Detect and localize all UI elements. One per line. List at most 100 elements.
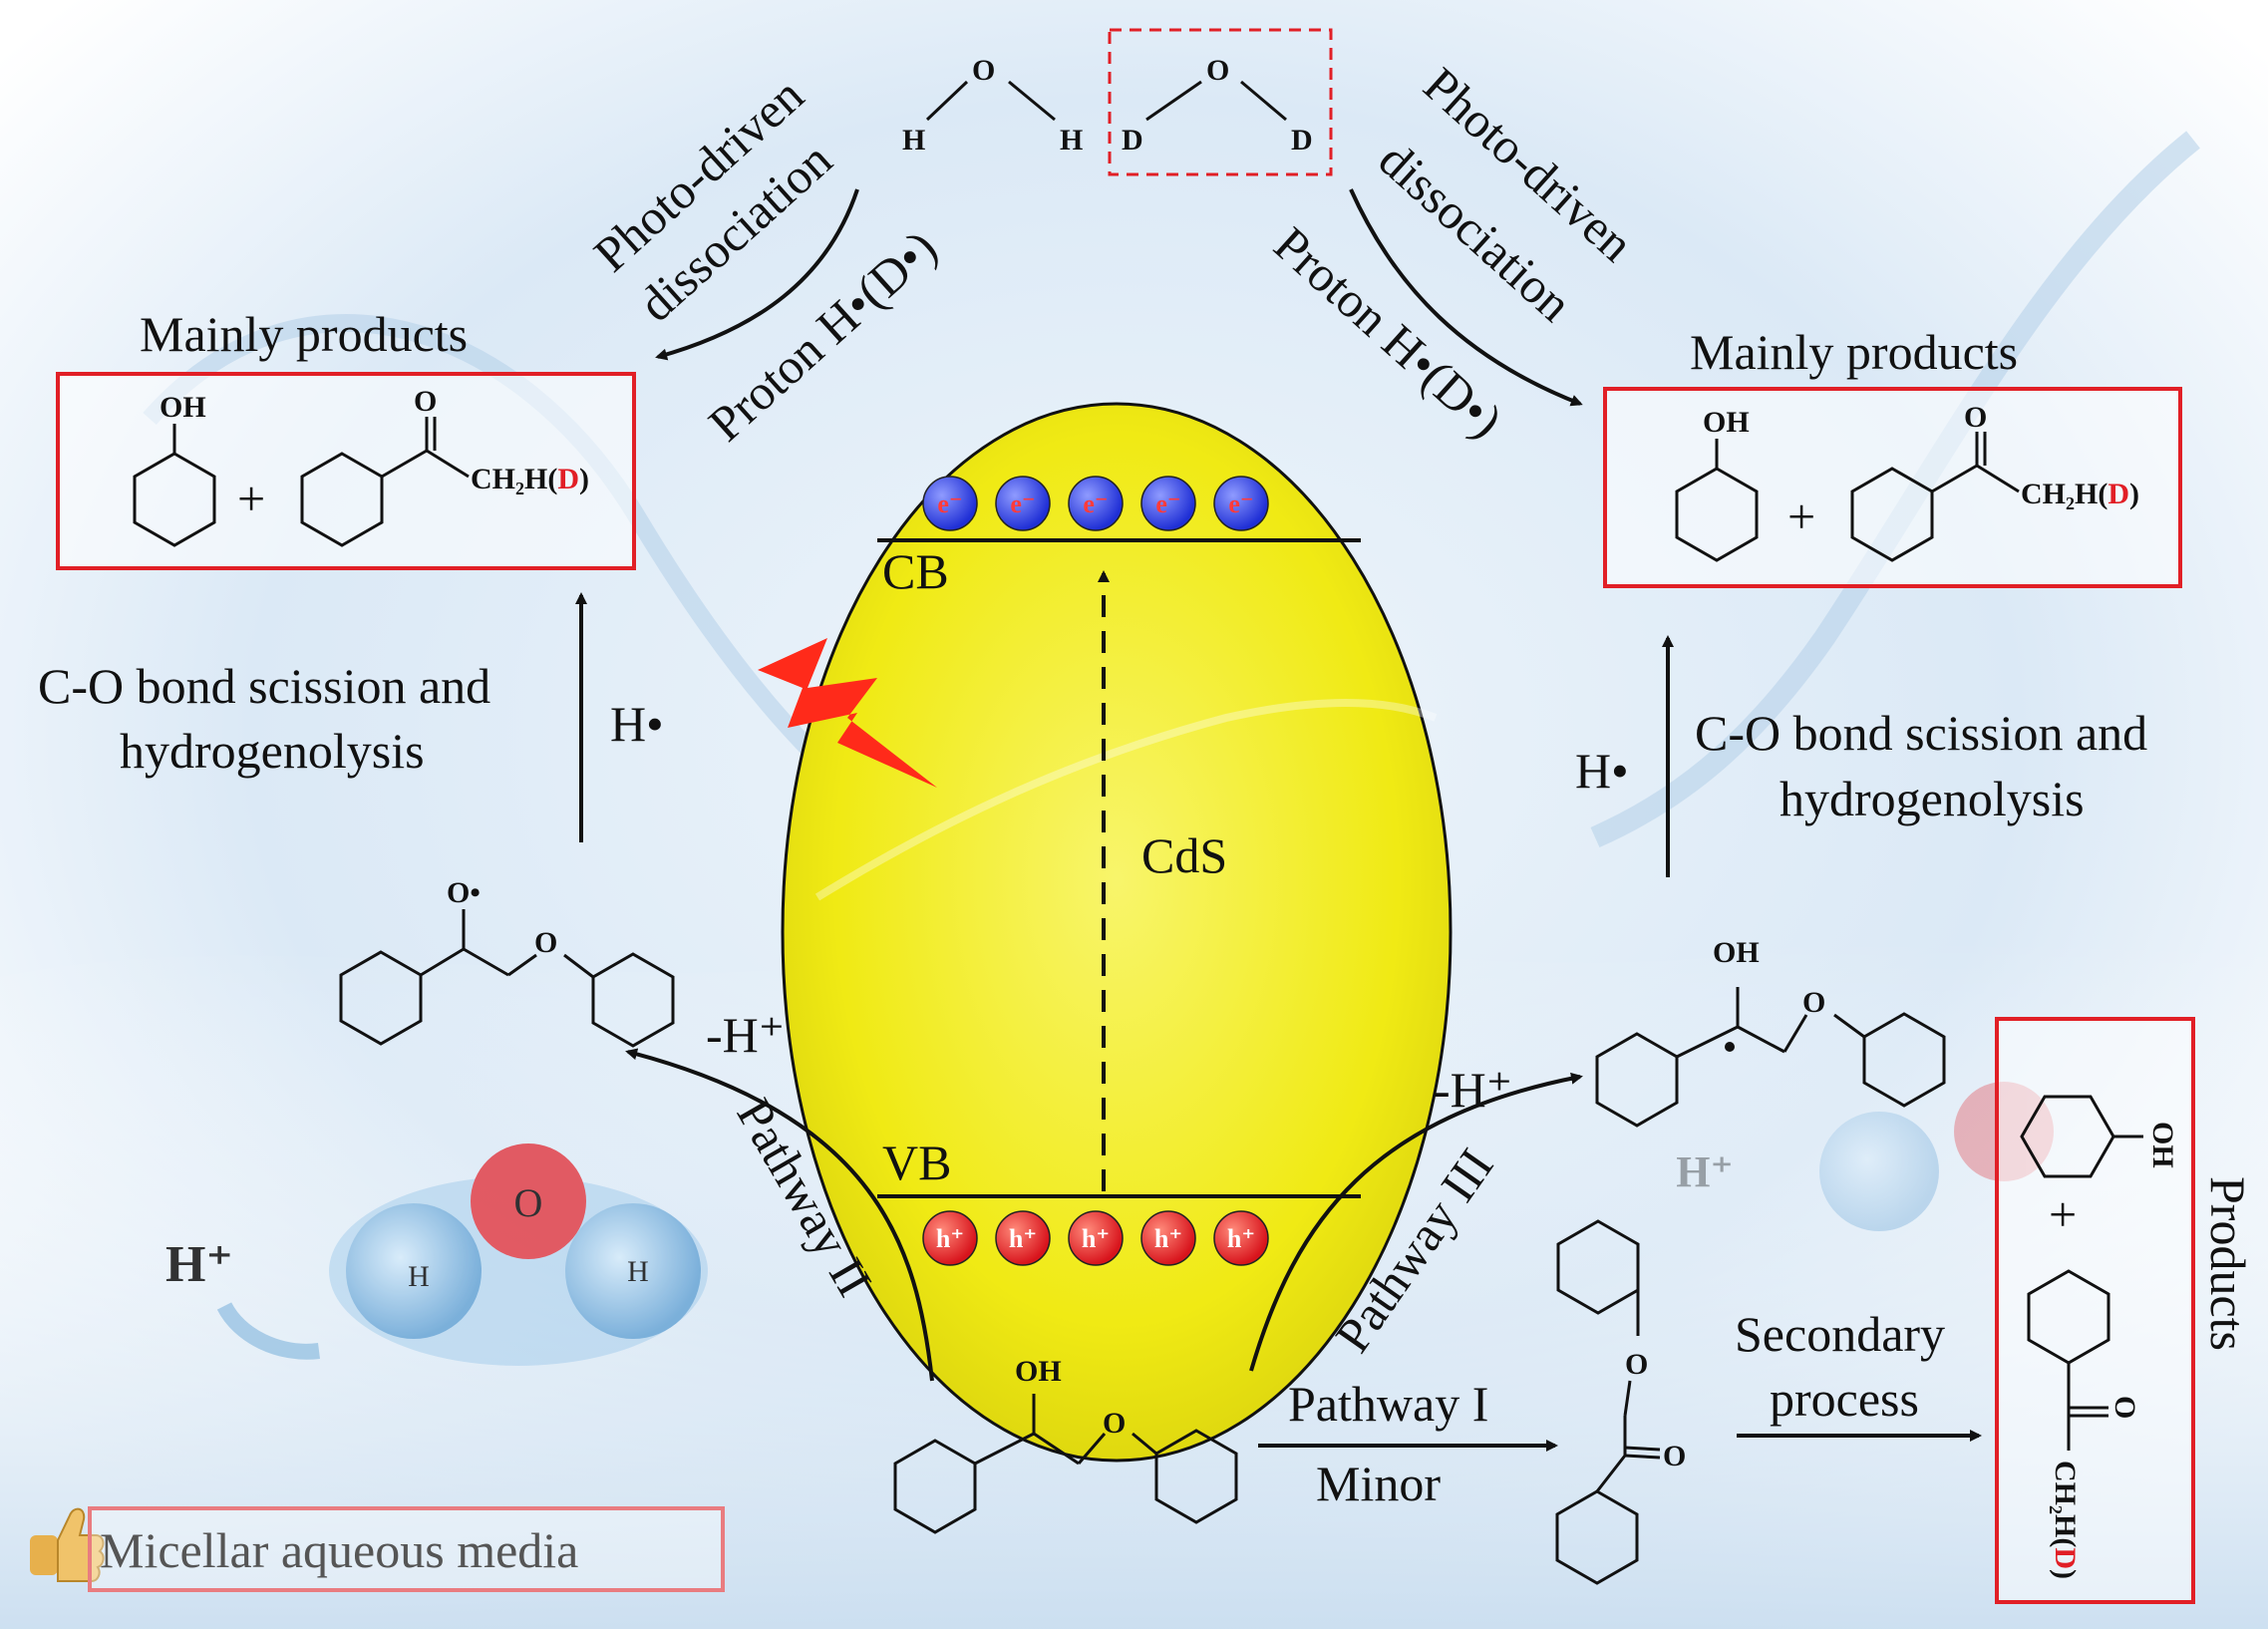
cluster-curl-arrow (216, 1302, 320, 1360)
right-tail-d: D (2107, 478, 2129, 510)
hole-row: h⁺h⁺h⁺h⁺h⁺ (922, 1210, 1269, 1266)
final-tail-pre: CH₂H( (2049, 1461, 2082, 1547)
micellar-label: Micellar aqueous media (100, 1522, 578, 1578)
light-bolt-icon (758, 638, 937, 788)
d2o-molecule: D O D (1122, 54, 1313, 157)
right-ketone-tail: CH₂H(D) (2021, 478, 2139, 510)
dissociation-arrow-left (655, 188, 859, 361)
hole-label: h⁺ (1154, 1224, 1182, 1253)
cb-label: CB (882, 543, 949, 599)
right-radical-intermediate: OH O (1595, 936, 1946, 1128)
right-products-title: Mainly products (1690, 324, 2018, 380)
hydrogen-sphere-left (346, 1203, 482, 1339)
right-tail-post: ) (2129, 478, 2139, 510)
final-products-plus: + (2049, 1186, 2077, 1242)
left-products-title: Mainly products (140, 306, 468, 362)
right-cluster-proton: H⁺ (1676, 1147, 1733, 1196)
hole-particle (995, 1210, 1051, 1266)
right-products-box (1603, 387, 2182, 588)
hole-particle (1213, 1210, 1269, 1266)
hole-label: h⁺ (1009, 1224, 1037, 1253)
h2o-h-left: H (902, 124, 925, 157)
left-caption-line-2: hydrogenolysis (120, 723, 425, 779)
left-ketone: O CH₂H(D) (300, 385, 589, 547)
electron-label: e⁻ (937, 489, 962, 518)
right-h-radical: H• (1575, 743, 1629, 799)
right-caption-line-1: C-O bond scission and (1695, 705, 2147, 761)
cluster-proton-label: H⁺ (165, 1236, 233, 1293)
ketone-ether-o: O (1625, 1348, 1648, 1381)
electron-particle (1068, 476, 1124, 531)
final-ketone: O CH₂H(D) (2027, 1269, 2141, 1579)
left-products-plus: + (237, 471, 265, 526)
final-ketone-tail: CH₂H(D) (2049, 1461, 2082, 1579)
right-deprotonation: -H⁺ (1434, 1062, 1512, 1118)
pathway-2-arrow (625, 1048, 934, 1382)
final-ketone-o: O (2108, 1396, 2141, 1419)
micellar-label-box (88, 1506, 725, 1592)
h2o-h-right: H (1060, 124, 1083, 157)
right-ether-o: O (1802, 986, 1825, 1019)
cluster-oxygen-label: O (514, 1180, 543, 1225)
bottom-ketone-intermediate: O O (1555, 1219, 1686, 1585)
pathway-3-arrow (1249, 1072, 1583, 1372)
electron-row: e⁻e⁻e⁻e⁻e⁻ (922, 476, 1269, 531)
hole-particle (1068, 1210, 1124, 1266)
cluster-hydrogen-label-1: H (408, 1260, 430, 1293)
hydrogen-sphere-right (565, 1203, 701, 1339)
hole-particle (922, 1210, 978, 1266)
vb-label: VB (882, 1135, 951, 1190)
final-tail-post: ) (2049, 1569, 2082, 1579)
h2o-molecule: H O H (902, 54, 1083, 157)
right-ketone-o: O (1964, 401, 1987, 434)
bottom-substrate: OH O (893, 1355, 1238, 1534)
left-products-box (56, 372, 636, 570)
electron-particle (1140, 476, 1196, 531)
substrate-ether-o: O (1103, 1407, 1126, 1440)
electron-particle (995, 476, 1051, 531)
ketone-carbonyl-o: O (1663, 1440, 1686, 1472)
water-cluster: O H H H⁺ (165, 1143, 708, 1366)
electron-label: e⁻ (1083, 489, 1108, 518)
left-tail-pre: CH₂H( (471, 463, 557, 495)
hole-particle (1140, 1210, 1196, 1266)
left-phenol: OH (133, 391, 216, 547)
left-tail-d: D (557, 463, 579, 495)
right-tail-pre: CH₂H( (2021, 478, 2107, 510)
left-radical-intermediate: O• O (339, 876, 675, 1048)
hole-label: h⁺ (936, 1224, 964, 1253)
left-radical-o: O• (447, 876, 481, 909)
electron-label: e⁻ (1228, 489, 1253, 518)
right-products-plus: + (1787, 489, 1815, 544)
oxygen-sphere (471, 1143, 586, 1259)
left-phenol-oh: OH (160, 391, 206, 424)
cds-shine (814, 699, 1438, 901)
left-caption-line-1: C-O bond scission and (38, 658, 490, 714)
cds-label: CdS (1141, 827, 1227, 883)
d2o-highlight-box (1108, 28, 1333, 176)
left-ketone-o: O (414, 385, 437, 418)
pathway-1-minor: Minor (1316, 1456, 1441, 1511)
final-phenol: OH (2020, 1095, 2179, 1178)
right-caption-line-2: hydrogenolysis (1780, 771, 2085, 826)
hole-label: h⁺ (1227, 1224, 1255, 1253)
dissociation-arrow-right (1349, 188, 1583, 407)
left-h-radical: H• (610, 696, 664, 752)
h2o-o: O (972, 54, 995, 87)
right-alcohol-oh: OH (1713, 936, 1760, 969)
left-tail-post: ) (579, 463, 589, 495)
left-ketone-tail: CH₂H(D) (471, 463, 589, 495)
final-products-title: Products (2200, 1176, 2256, 1351)
right-phenol: OH (1675, 406, 1759, 562)
d2o-d-left: D (1122, 124, 1143, 157)
thumbs-up-icon (30, 1507, 105, 1582)
electron-particle (922, 476, 978, 531)
substrate-oh: OH (1015, 1355, 1062, 1388)
left-ether-o: O (534, 926, 557, 959)
right-phenol-oh: OH (1703, 406, 1750, 439)
left-deprotonation: -H⁺ (706, 1007, 785, 1063)
d2o-d-right: D (1291, 124, 1313, 157)
electron-label: e⁻ (1010, 489, 1035, 518)
